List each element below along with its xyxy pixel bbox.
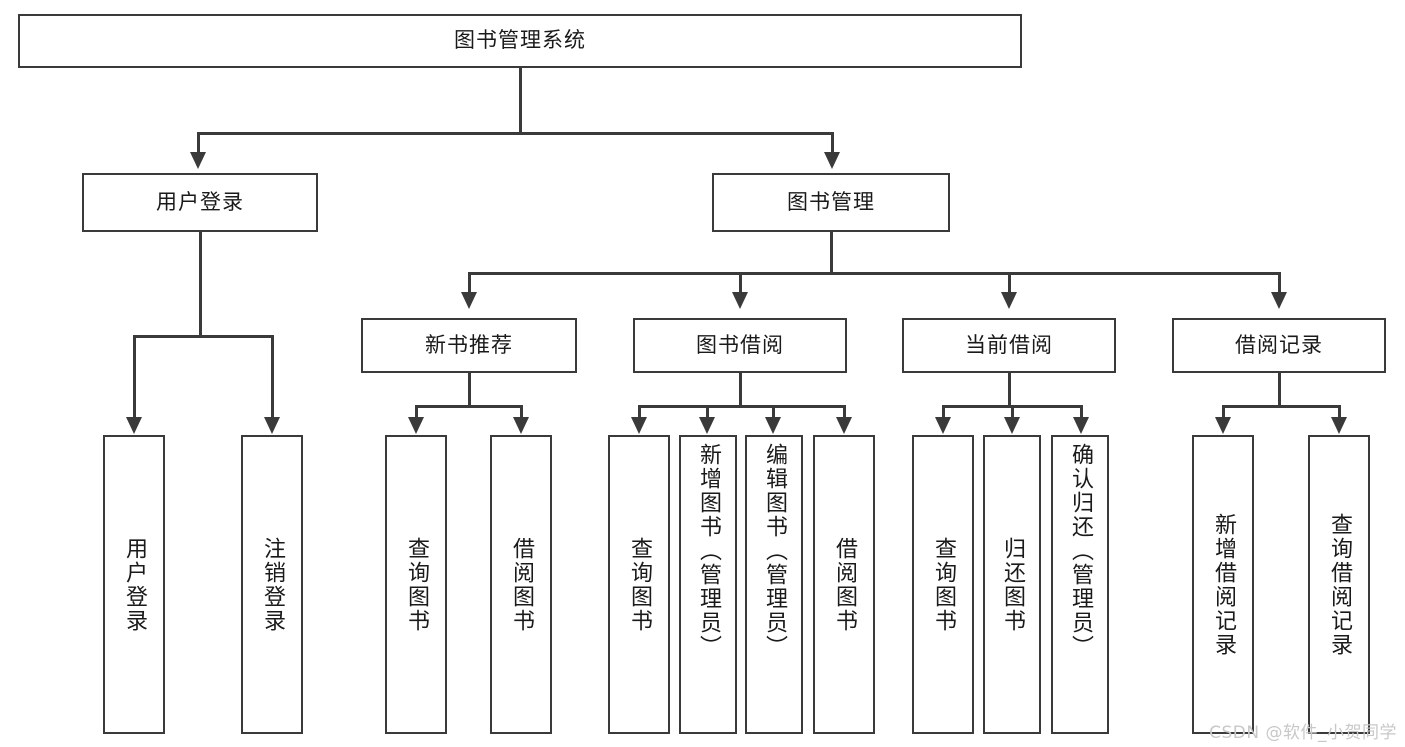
watermark-text: CSDN @软件_小贺同学 xyxy=(1209,723,1397,743)
edge-root-to-book-management xyxy=(831,132,834,154)
edge-borrow-record-bus xyxy=(1222,405,1340,408)
edge-new-book-to-leaf-1 xyxy=(415,405,418,419)
leaf-book-borrow-borrow-book[interactable]: 借阅图书 xyxy=(813,435,875,734)
node-label: 新书推荐 xyxy=(425,332,513,357)
leaf-user-login-login[interactable]: 用户登录 xyxy=(103,435,165,734)
node-label: 当前借阅 xyxy=(965,332,1053,357)
leaf-new-book-query-book[interactable]: 查询图书 xyxy=(385,435,447,734)
node-label: 图书管理系统 xyxy=(454,28,586,53)
edge-user-login-bus xyxy=(133,335,273,338)
edge-borrow-record-to-leaf-1 xyxy=(1222,405,1225,419)
edge-user-login-to-leaf-1 xyxy=(133,335,136,419)
edge-bm-to-new-book xyxy=(468,272,471,294)
node-root-book-management-system[interactable]: 图书管理系统 xyxy=(18,14,1022,68)
node-label: 借阅图书 xyxy=(509,536,534,633)
leaf-user-login-logout[interactable]: 注销登录 xyxy=(241,435,303,734)
edge-current-borrow-to-leaf-2 xyxy=(1011,405,1014,419)
arrow-book-borrow-to-leaf-4 xyxy=(836,417,852,434)
node-new-book-recommend[interactable]: 新书推荐 xyxy=(361,318,577,373)
node-label: 查询图书 xyxy=(627,536,652,633)
node-label: 编辑图书（管理员） xyxy=(762,443,787,659)
node-label: 查询图书 xyxy=(931,536,956,633)
node-label: 借阅记录 xyxy=(1235,332,1323,357)
arrow-bm-to-book-borrow xyxy=(732,292,748,309)
edge-book-borrow-to-leaf-2 xyxy=(706,405,709,419)
leaf-book-borrow-query-book[interactable]: 查询图书 xyxy=(608,435,670,734)
arrow-new-book-to-leaf-2 xyxy=(513,417,529,434)
arrow-current-borrow-to-leaf-1 xyxy=(935,417,951,434)
node-label: 用户登录 xyxy=(156,189,244,214)
edge-new-book-bus xyxy=(415,405,522,408)
edge-book-management-stem xyxy=(830,232,833,274)
arrow-book-borrow-to-leaf-3 xyxy=(765,417,781,434)
node-current-borrow[interactable]: 当前借阅 xyxy=(902,318,1116,373)
leaf-book-borrow-add-book-admin[interactable]: 新增图书（管理员） xyxy=(679,435,737,734)
arrow-new-book-to-leaf-1 xyxy=(408,417,424,434)
edge-user-login-to-leaf-2 xyxy=(271,335,274,419)
edge-bm-to-book-borrow xyxy=(739,272,742,294)
node-label: 查询借阅记录 xyxy=(1327,512,1352,657)
edge-book-borrow-stem xyxy=(739,373,742,407)
edge-user-login-stem xyxy=(199,232,202,337)
node-book-management[interactable]: 图书管理 xyxy=(712,173,950,232)
edge-current-borrow-to-leaf-1 xyxy=(942,405,945,419)
edge-book-management-bus xyxy=(468,272,1280,275)
arrow-bm-to-borrow-record xyxy=(1271,292,1287,309)
edge-book-borrow-to-leaf-4 xyxy=(843,405,846,419)
leaf-current-borrow-query-book[interactable]: 查询图书 xyxy=(912,435,974,734)
leaf-current-borrow-confirm-return-admin[interactable]: 确认归还（管理员） xyxy=(1051,435,1109,734)
node-label: 查询图书 xyxy=(404,536,429,633)
node-label: 注销登录 xyxy=(260,536,285,633)
leaf-borrow-record-add-record[interactable]: 新增借阅记录 xyxy=(1192,435,1254,734)
arrow-root-to-user-login xyxy=(190,152,206,169)
edge-new-book-stem xyxy=(468,373,471,407)
edge-bm-to-current-borrow xyxy=(1008,272,1011,294)
leaf-current-borrow-return-book[interactable]: 归还图书 xyxy=(983,435,1041,734)
arrow-book-borrow-to-leaf-1 xyxy=(631,417,647,434)
node-label: 确认归还（管理员） xyxy=(1068,443,1093,659)
node-label: 图书管理 xyxy=(787,189,875,214)
edge-root-bus xyxy=(197,132,833,135)
arrow-user-login-to-leaf-1 xyxy=(126,417,142,434)
arrow-book-borrow-to-leaf-2 xyxy=(699,417,715,434)
leaf-book-borrow-edit-book-admin[interactable]: 编辑图书（管理员） xyxy=(745,435,803,734)
edge-new-book-to-leaf-2 xyxy=(520,405,523,419)
node-book-borrow[interactable]: 图书借阅 xyxy=(633,318,847,373)
edge-current-borrow-stem xyxy=(1008,373,1011,407)
arrow-user-login-to-leaf-2 xyxy=(264,417,280,434)
arrow-root-to-book-management xyxy=(824,152,840,169)
arrow-current-borrow-to-leaf-3 xyxy=(1073,417,1089,434)
leaf-new-book-borrow-book[interactable]: 借阅图书 xyxy=(490,435,552,734)
edge-book-borrow-to-leaf-1 xyxy=(638,405,641,419)
edge-book-borrow-bus xyxy=(638,405,846,408)
arrow-bm-to-current-borrow xyxy=(1001,292,1017,309)
node-user-login[interactable]: 用户登录 xyxy=(82,173,318,232)
edge-book-borrow-to-leaf-3 xyxy=(772,405,775,419)
leaf-borrow-record-query-record[interactable]: 查询借阅记录 xyxy=(1308,435,1370,734)
edge-borrow-record-to-leaf-2 xyxy=(1338,405,1341,419)
edge-bm-to-borrow-record xyxy=(1278,272,1281,294)
edge-root-stem xyxy=(519,68,522,134)
node-label: 用户登录 xyxy=(122,536,147,633)
node-label: 新增图书（管理员） xyxy=(696,443,721,659)
arrow-borrow-record-to-leaf-1 xyxy=(1215,417,1231,434)
edge-current-borrow-to-leaf-3 xyxy=(1080,405,1083,419)
arrow-current-borrow-to-leaf-2 xyxy=(1004,417,1020,434)
node-borrow-record[interactable]: 借阅记录 xyxy=(1172,318,1386,373)
node-label: 借阅图书 xyxy=(832,536,857,633)
arrow-borrow-record-to-leaf-2 xyxy=(1331,417,1347,434)
arrow-bm-to-new-book xyxy=(461,292,477,309)
edge-borrow-record-stem xyxy=(1278,373,1281,407)
node-label: 归还图书 xyxy=(1000,536,1025,633)
node-label: 图书借阅 xyxy=(696,332,784,357)
node-label: 新增借阅记录 xyxy=(1211,512,1236,657)
edge-root-to-user-login xyxy=(197,132,200,154)
